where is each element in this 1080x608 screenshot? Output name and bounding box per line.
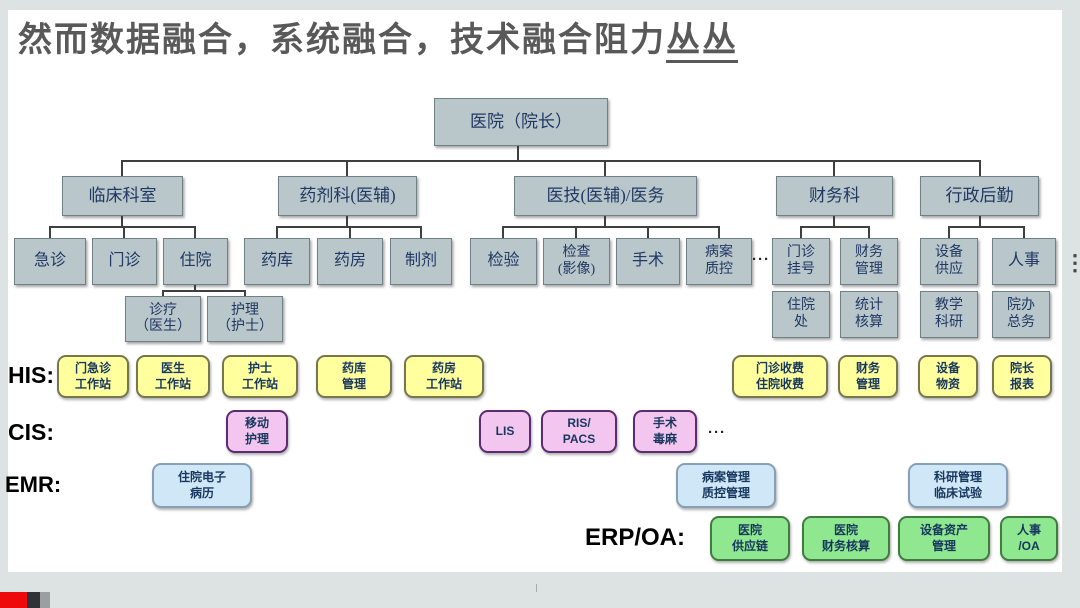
cis-box-lis: LIS: [479, 410, 531, 453]
connector: [948, 226, 1025, 228]
his-box-outpatient-emergency-workstation: 门急诊 工作站: [57, 355, 129, 398]
org-box-dept-admin: 行政后勤: [920, 176, 1039, 216]
org-box-dept-finance: 财务科: [776, 176, 893, 216]
cis-box-surgery-narcotics: 手术 毒麻: [633, 410, 697, 453]
org-box-outpatient-registration: 门诊 挂号: [772, 238, 830, 285]
org-box-general-affairs: 院办 总务: [992, 291, 1050, 338]
org-box-finance-management: 财务 管理: [840, 238, 898, 285]
connector: [162, 290, 164, 297]
connector: [420, 226, 422, 238]
connector: [121, 216, 123, 227]
connector: [121, 160, 123, 176]
org-box-preparation: 制剂: [390, 238, 452, 285]
org-box-dept-pharmacy: 药剂科(医辅): [278, 176, 417, 216]
connector: [276, 226, 278, 238]
connector: [349, 226, 351, 238]
his-row-label: HIS:: [8, 362, 54, 388]
emr-row-label: EMR:: [5, 472, 62, 497]
cis-row-ellipsis: ···: [708, 424, 726, 441]
slide-title: 然而数据融合，系统融合，技术融合阻力丛丛: [18, 12, 738, 63]
org-box-surgery: 手术: [616, 238, 680, 285]
org-box-exam-imaging: 检查 (影像): [543, 238, 610, 285]
connector: [194, 285, 196, 292]
org-box-statistics-accounting: 统计 核算: [840, 291, 898, 338]
cis-row-label: CIS:: [8, 419, 54, 445]
org-box-emergency: 急诊: [14, 238, 86, 285]
cis-box-mobile-nursing: 移动 护理: [226, 410, 288, 453]
erp-box-equipment-asset-management: 设备资产 管理: [898, 516, 990, 561]
logo-dark-block: [27, 592, 40, 608]
org-box-medical-record-qc: 病案 质控: [686, 238, 752, 285]
connector: [194, 226, 196, 238]
org-box-teaching-research: 教学 科研: [920, 291, 978, 338]
connector: [833, 160, 835, 176]
his-box-doctor-workstation: 医生 工作站: [136, 355, 210, 398]
org-box-drug-storehouse: 药库: [244, 238, 310, 285]
connector: [868, 226, 870, 238]
org-box-dispensary: 药房: [317, 238, 383, 285]
connector: [948, 226, 950, 238]
org-box-equipment-supply: 设备 供应: [920, 238, 978, 285]
connector: [604, 216, 606, 227]
emr-box-inpatient-electronic-record: 住院电子 病历: [152, 463, 252, 508]
vertical-ellipsis: ⋮: [1064, 250, 1080, 275]
erp-box-hospital-finance-accounting: 医院 财务核算: [802, 516, 890, 561]
his-box-director-reports: 院长 报表: [992, 355, 1052, 398]
his-box-drug-storehouse-management: 药库 管理: [316, 355, 392, 398]
cis-box-ris-pacs: RIS/ PACS: [541, 410, 617, 453]
connector: [49, 226, 196, 228]
connector: [800, 226, 802, 238]
logo-gray-block: [40, 592, 50, 608]
connector: [123, 226, 125, 238]
his-box-nurse-workstation: 护士 工作站: [222, 355, 298, 398]
his-box-finance-management: 财务 管理: [838, 355, 898, 398]
erp-row-label: ERP/OA:: [585, 524, 686, 551]
his-box-outpatient-inpatient-billing: 门诊收费 住院收费: [732, 355, 828, 398]
connector: [121, 160, 981, 162]
org-box-hospital-root: 医院（院长）: [434, 98, 608, 146]
org-box-hr: 人事: [992, 238, 1056, 285]
erp-box-hospital-supply-chain: 医院 供应链: [710, 516, 790, 561]
erp-box-hr-oa: 人事 /OA: [1000, 516, 1058, 561]
his-box-dispensary-workstation: 药房 工作站: [404, 355, 484, 398]
connector: [162, 290, 246, 292]
emr-box-record-qc-management: 病案管理 质控管理: [676, 463, 776, 508]
org-box-lab-test: 检验: [470, 238, 537, 285]
connector: [346, 160, 348, 176]
connector: [833, 216, 835, 227]
his-box-equipment-materials: 设备 物资: [918, 355, 978, 398]
org-box-inpatient: 住院: [163, 238, 228, 285]
slide-title-underlined: 丛丛: [666, 21, 738, 63]
connector: [800, 226, 870, 228]
horizontal-ellipsis: ···: [752, 251, 770, 268]
org-box-dept-clinical: 临床科室: [62, 176, 183, 216]
connector: [979, 160, 981, 176]
connector: [718, 226, 720, 238]
bottom-center-tick: [536, 584, 537, 592]
connector: [346, 216, 348, 227]
slide-title-main: 然而数据融合，系统融合，技术融合阻力: [18, 21, 666, 59]
emr-box-research-clinical-trial: 科研管理 临床试验: [908, 463, 1008, 508]
connector: [502, 226, 720, 228]
logo-red-block: [0, 592, 27, 608]
connector: [502, 226, 504, 238]
connector: [1023, 226, 1025, 238]
connector: [49, 226, 51, 238]
org-box-inpatient-office: 住院 处: [772, 291, 830, 338]
connector: [517, 146, 519, 161]
org-box-nursing-nurse: 护理 （护士）: [207, 296, 283, 342]
org-box-diagnosis-doctor: 诊疗 （医生）: [125, 296, 201, 342]
connector: [979, 216, 981, 227]
connector: [244, 290, 246, 297]
connector: [604, 160, 606, 176]
org-box-outpatient: 门诊: [92, 238, 157, 285]
connector: [647, 226, 649, 238]
connector: [575, 226, 577, 238]
org-box-dept-medtech: 医技(医辅)/医务: [514, 176, 697, 216]
